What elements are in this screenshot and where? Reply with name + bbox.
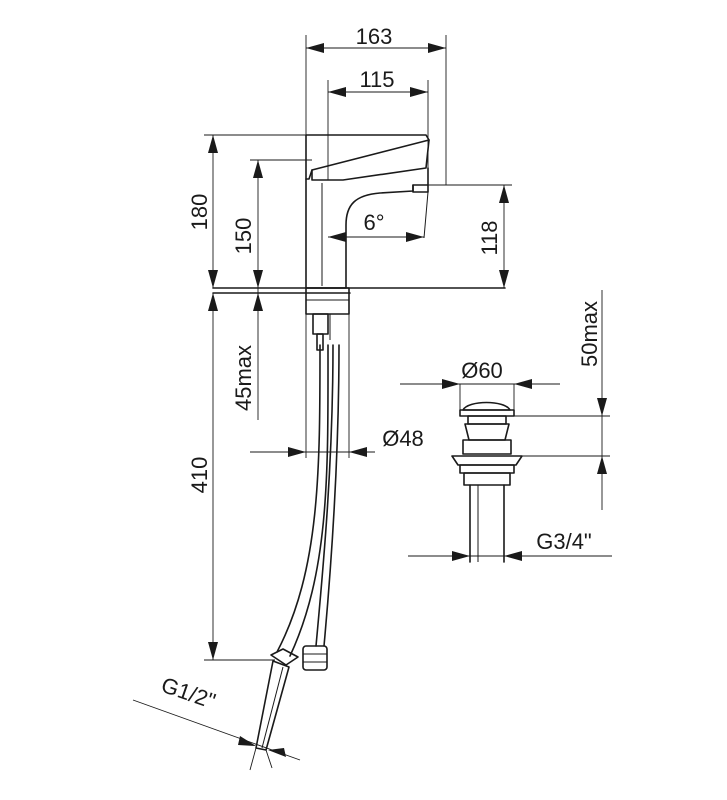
dim-label-410: 410 <box>187 457 212 494</box>
dim-base-diameter: Ø48 <box>250 314 424 458</box>
dim-outlet-height: 118 <box>428 184 512 288</box>
dim-hose-thread: G1/2" <box>132 672 301 771</box>
dim-width-overall: 163 <box>305 24 447 185</box>
dim-label-45max: 45max <box>231 345 256 411</box>
dim-deck-thickness: 45max <box>231 288 263 420</box>
dim-height-spout: 150 <box>231 159 312 288</box>
dim-label-115: 115 <box>359 67 394 92</box>
dim-spout-angle: 6° <box>328 210 424 242</box>
dim-label-150: 150 <box>231 218 256 255</box>
dim-width-spout: 115 <box>327 67 429 180</box>
dim-label-d48: Ø48 <box>382 426 424 451</box>
dim-label-118: 118 <box>477 220 502 255</box>
dim-hose-length: 410 <box>187 293 275 661</box>
dim-label-163: 163 <box>356 24 393 49</box>
deck-base <box>212 287 506 351</box>
dim-waste-thread: G3/4" <box>408 529 612 562</box>
dim-label-180: 180 <box>187 194 212 231</box>
dim-label-d60: Ø60 <box>461 358 503 383</box>
dim-label-g34: G3/4" <box>536 529 592 554</box>
dim-label-angle: 6° <box>363 210 384 235</box>
dim-label-g12: G1/2" <box>158 672 219 714</box>
dim-height-overall: 180 <box>187 134 306 288</box>
dim-waste-diameter: Ø60 <box>400 358 560 410</box>
dim-waste-depth: 50max <box>514 290 610 510</box>
waste-valve <box>451 401 523 563</box>
flexible-hoses <box>255 344 340 751</box>
dim-label-50max: 50max <box>577 301 602 367</box>
